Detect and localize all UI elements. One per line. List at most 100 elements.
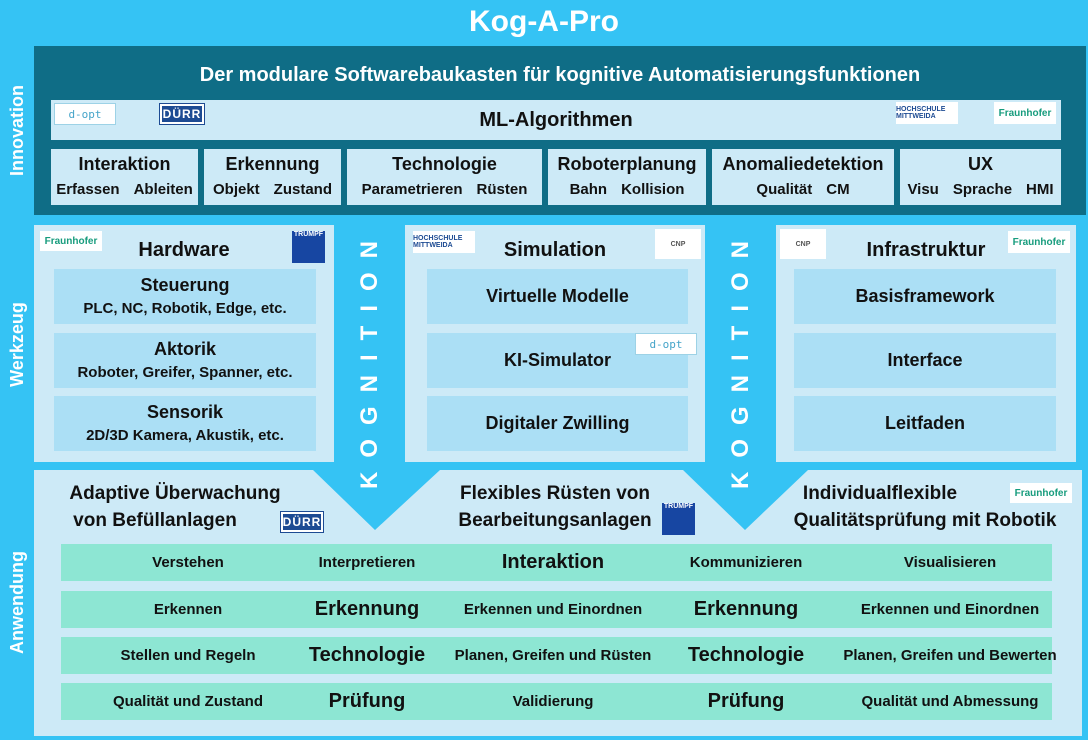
row-cell: Technologie: [687, 644, 805, 666]
hardware-panel: Fraunhofer TRUMPF Hardware Steuerung PLC…: [34, 225, 334, 462]
infrastruktur-item: Leitfaden: [794, 396, 1056, 451]
fraunhofer-logo: Fraunhofer: [1008, 231, 1070, 253]
header-line: Individualflexible: [802, 483, 958, 504]
hardware-item-sub: PLC, NC, Robotik, Edge, etc.: [83, 299, 287, 317]
header-line: Adaptive Überwachung: [69, 483, 281, 504]
anwendung-header-center: Flexibles Rüsten von Bearbeitungsanlagen: [440, 480, 670, 536]
module-ux: UX Visu Sprache HMI: [900, 149, 1061, 205]
page-title: Kog-A-Pro: [469, 5, 619, 38]
row-cell: Prüfung: [328, 690, 406, 712]
innovation-subtitle: Der modulare Softwarebaukasten für kogni…: [199, 63, 921, 86]
anwendung-header-right: Individualflexible Qualitätsprüfung mit …: [770, 480, 1080, 536]
module-title: Anomaliedetektion: [722, 153, 884, 174]
simulation-item: Virtuelle Modelle: [427, 269, 688, 324]
row-cell: Visualisieren: [903, 554, 997, 571]
module-title: UX: [967, 153, 993, 174]
simulation-item-label: Virtuelle Modelle: [486, 286, 629, 306]
ml-bar: ML-Algorithmen: [51, 100, 1061, 140]
trumpf-logo: TRUMPF: [292, 231, 325, 263]
row-cell: Qualität und Abmessung: [861, 693, 1039, 710]
fraunhofer-logo: Fraunhofer: [1010, 483, 1072, 503]
module-sub: Kollision: [621, 180, 685, 198]
hochschule-logo: HOCHSCHULE MITTWEIDA: [413, 231, 475, 253]
cnp-logo: CNP: [780, 229, 826, 259]
row-cell: Kommunizieren: [689, 554, 803, 571]
ml-label: ML-Algorithmen: [479, 108, 633, 131]
module-sub: Sprache: [952, 180, 1013, 198]
row-cell: Erkennen: [153, 601, 223, 618]
module-sub: Erfassen: [56, 180, 120, 198]
hardware-item-steuerung: Steuerung PLC, NC, Robotik, Edge, etc.: [54, 269, 316, 324]
row-cell: Erkennung: [314, 598, 420, 620]
row-cell: Planen, Greifen und Rüsten: [454, 647, 652, 664]
simulation-title: Simulation: [503, 238, 607, 261]
module-subs: Bahn Kollision: [548, 178, 706, 200]
module-title: Technologie: [392, 153, 497, 174]
simulation-item-label: Digitaler Zwilling: [485, 413, 630, 433]
module-sub: Ableiten: [133, 180, 193, 198]
module-sub: Objekt: [212, 180, 260, 198]
row-cell: Qualität und Zustand: [113, 693, 263, 710]
module-sub: CM: [826, 180, 850, 198]
module-sub: Rüsten: [476, 180, 528, 198]
infrastruktur-item-label: Leitfaden: [884, 413, 965, 433]
anwendung-header-left: Adaptive Überwachung von Befüllanlagen: [40, 480, 310, 536]
hardware-item-sensorik: Sensorik 2D/3D Kamera, Akustik, etc.: [54, 396, 316, 451]
infrastruktur-item-label: Basisframework: [855, 286, 995, 306]
hardware-item-title: Aktorik: [153, 338, 216, 359]
row-cell: Prüfung: [707, 690, 785, 712]
fraunhofer-logo: Fraunhofer: [994, 102, 1056, 124]
infrastruktur-panel: CNP Fraunhofer Infrastruktur Basisframew…: [776, 225, 1076, 462]
module-sub: HMI: [1026, 180, 1054, 198]
header-line: von Befüllanlagen: [73, 510, 237, 531]
dopt-logo: d-opt: [635, 333, 697, 355]
simulation-item-label: KI-Simulator: [503, 350, 611, 370]
hardware-item-aktorik: Aktorik Roboter, Greifer, Spanner, etc.: [54, 333, 316, 388]
fraunhofer-logo: Fraunhofer: [40, 231, 102, 251]
row-cell: Erkennen und Einordnen: [463, 601, 643, 618]
hardware-title: Hardware: [138, 238, 230, 261]
infrastruktur-title: Infrastruktur: [866, 238, 986, 261]
module-sub: Qualität: [756, 180, 813, 198]
header-line: Bearbeitungsanlagen: [458, 510, 652, 531]
module-subs: Qualität CM: [712, 178, 894, 200]
duerr-logo: DÜRR: [159, 103, 205, 125]
hardware-item-sub: 2D/3D Kamera, Akustik, etc.: [86, 426, 284, 444]
duerr-logo: DÜRR: [280, 511, 324, 533]
hardware-item-title: Steuerung: [140, 274, 230, 295]
function-row: Stellen und Regeln Technologie Planen, Gre…: [61, 637, 1057, 674]
row-cell: Validierung: [512, 693, 594, 710]
module-sub: Zustand: [273, 180, 333, 198]
module-sub: Parametrieren: [361, 180, 463, 198]
row-cell: Stellen und Regeln: [120, 647, 256, 664]
module-subs: Objekt Zustand: [204, 178, 341, 200]
row-cell: Interpretieren: [318, 554, 416, 571]
kognition-label: KOGNITION: [727, 226, 754, 489]
hardware-item-sub: Roboter, Greifer, Spanner, etc.: [77, 363, 293, 381]
row-cell: Technologie: [308, 644, 426, 666]
row-cell: Erkennung: [693, 598, 799, 620]
infrastruktur-item: Basisframework: [794, 269, 1056, 324]
module-sub: Visu: [907, 180, 939, 198]
row-cell: Planen, Greifen und Bewerten: [843, 647, 1057, 664]
innovation-panel: Der modulare Softwarebaukasten für kogni…: [34, 46, 1086, 215]
function-row: Erkennen Erkennung Erkennen und Einordnen E…: [61, 591, 1052, 628]
hochschule-logo: HOCHSCHULE MITTWEIDA: [896, 102, 958, 124]
module-subs: Erfassen Ableiten: [51, 178, 198, 200]
kognition-label: KOGNITION: [356, 226, 383, 489]
module-title: Erkennung: [225, 153, 320, 174]
row-cell: Interaktion: [501, 551, 605, 573]
trumpf-logo: TRUMPF: [662, 503, 695, 535]
simulation-item: Digitaler Zwilling: [427, 396, 688, 451]
simulation-panel: HOCHSCHULE MITTWEIDA CNP Simulation Virt…: [405, 225, 705, 462]
module-title: Interaktion: [78, 153, 171, 174]
header-line: Flexibles Rüsten von: [459, 483, 651, 504]
function-row: Qualität und Zustand Prüfung Validierung Pr…: [61, 683, 1052, 720]
dopt-logo: d-opt: [54, 103, 116, 125]
module-sub: Bahn: [569, 180, 608, 198]
